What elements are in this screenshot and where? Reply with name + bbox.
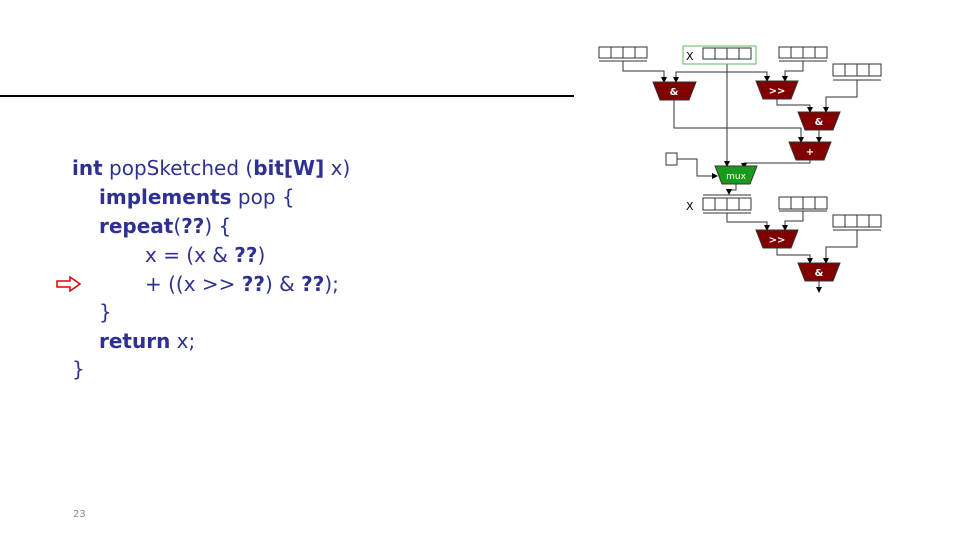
code-token: ) { [204, 214, 232, 238]
code-token: bit[W] [253, 156, 325, 180]
register-mask2 [832, 63, 882, 81]
code-token: pop { [231, 185, 295, 209]
code-line: repeat(??) { [99, 214, 231, 238]
svg-text:&: & [815, 117, 824, 128]
code-token: ?? [181, 214, 205, 238]
gate-mux: mux [714, 165, 758, 185]
code-token: } [72, 357, 85, 381]
svg-text:>>: >> [769, 86, 786, 97]
gate-shift-1: >> [755, 80, 799, 100]
code-token: } [99, 300, 112, 324]
code-token: ); [324, 272, 339, 296]
register-mask1 [598, 46, 648, 62]
gate-plus: + [788, 141, 832, 161]
right-arrow-icon [56, 276, 82, 292]
register-input-x [702, 47, 752, 60]
code-token: ( [173, 214, 182, 238]
code-token: return [99, 329, 171, 353]
svg-text:>>: >> [769, 235, 786, 246]
gate-shift-2: >> [755, 229, 799, 249]
svg-text:&: & [815, 268, 824, 279]
code-line: int popSketched (bit[W] x) [72, 156, 350, 180]
code-line: return x; [99, 329, 195, 353]
svg-text:+: + [806, 147, 814, 158]
gate-and-3: & [797, 262, 841, 282]
code-token: ?? [241, 272, 265, 296]
code-token: + ((x >> [145, 272, 242, 296]
code-token: ?? [234, 243, 258, 267]
code-line: x = (x & ??) [145, 243, 265, 267]
register-shift2 [778, 196, 828, 212]
svg-text:mux: mux [726, 172, 746, 182]
code-token: ) [257, 243, 266, 267]
input-x-highlight [682, 45, 757, 65]
output-x-label: X [686, 200, 694, 213]
code-token: int [72, 156, 103, 180]
gate-and-1: & [652, 81, 697, 101]
registers [598, 45, 882, 231]
code-line: + ((x >> ??) & ??); [145, 272, 339, 296]
code-line: implements pop { [99, 185, 295, 209]
svg-text:&: & [670, 87, 679, 98]
register-shift1 [778, 46, 828, 62]
register-output-x [702, 194, 752, 214]
code-token: repeat [99, 214, 174, 238]
input-x-label: X [686, 50, 694, 63]
code-token: x) [324, 156, 351, 180]
code-token: x; [170, 329, 196, 353]
code-line: } [99, 300, 112, 324]
code-token: ?? [301, 272, 325, 296]
register-select [665, 152, 678, 166]
page-number: 23 [73, 509, 86, 520]
gate-and-2: & [797, 111, 841, 131]
code-token: ) & [265, 272, 302, 296]
register-mask3 [832, 214, 882, 231]
code-token: implements [99, 185, 232, 209]
code-token: x = (x & [145, 243, 235, 267]
code-token: popSketched ( [102, 156, 254, 180]
title-divider [0, 95, 574, 97]
code-line: } [72, 357, 85, 381]
